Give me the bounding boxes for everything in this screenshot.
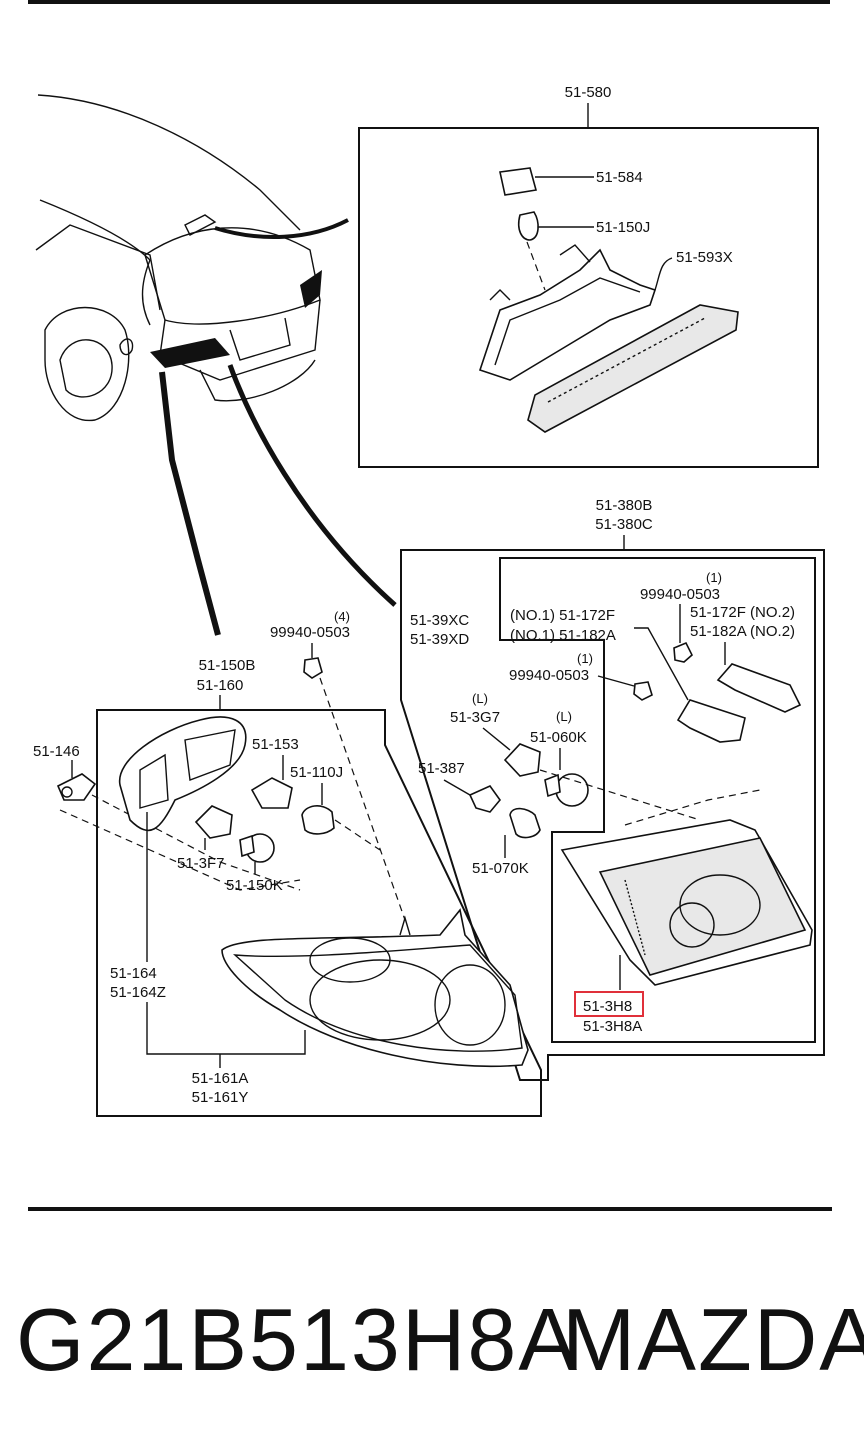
label-L-b: (L) <box>556 709 572 724</box>
label-51-164Z: 51-164Z <box>110 984 166 1001</box>
label-51-584: 51-584 <box>596 169 643 186</box>
top-rule <box>28 0 830 4</box>
bottom-rule <box>28 1207 832 1211</box>
label-51-150K: 51-150K <box>226 877 283 894</box>
label-51-161A: 51-161A <box>192 1070 249 1087</box>
car-outline <box>35 94 397 636</box>
highlight-51-3H8 <box>574 991 644 1017</box>
label-51-172F-no2: 51-172F (NO.2) <box>690 604 795 621</box>
label-51-146: 51-146 <box>33 743 80 760</box>
label-L-a: (L) <box>472 691 488 706</box>
bulb-51-150J <box>517 211 539 241</box>
label-51-182A-no1: (NO.1) 51-182A <box>510 627 616 644</box>
label-51-380C: 51-380C <box>595 516 653 533</box>
nut-99940-0503-b <box>633 681 653 701</box>
label-51-3G7: 51-3G7 <box>450 709 500 726</box>
brand-name: MAZDA <box>562 1290 864 1389</box>
label-51-161Y: 51-161Y <box>192 1089 249 1106</box>
bulb-51-110J <box>301 805 335 835</box>
label-51-164: 51-164 <box>110 965 157 982</box>
label-51-39XC: 51-39XC <box>410 612 469 629</box>
socket-51-146 <box>56 773 97 801</box>
socket-51-387 <box>468 785 502 813</box>
box-51-150B: (4) 99940-0503 51-150B 51-160 51-146 51-… <box>33 609 542 1117</box>
socket-51-153 <box>250 777 293 809</box>
label-51-380B: 51-380B <box>596 497 653 514</box>
label-51-182A-no2: 51-182A (NO.2) <box>690 623 795 640</box>
label-51-172F-no1: (NO.1) 51-172F <box>510 607 615 624</box>
box-51-580: 51-580 51-584 51-150J 51-593X <box>358 84 819 468</box>
label-51-070K: 51-070K <box>472 860 529 877</box>
label-51-387: 51-387 <box>418 760 465 777</box>
label-1-b: (1) <box>577 651 593 666</box>
label-4: (4) <box>334 609 350 624</box>
label-51-593X: 51-593X <box>676 249 733 266</box>
bulb-51-070K <box>509 807 541 839</box>
label-99940-0503-b: 99940-0503 <box>509 667 589 684</box>
label-51-150J: 51-150J <box>596 219 650 236</box>
label-51-110J: 51-110J <box>290 764 343 781</box>
label-51-3F7: 51-3F7 <box>177 855 225 872</box>
label-51-580: 51-580 <box>565 84 612 101</box>
label-99940-0503-a: 99940-0503 <box>640 586 720 603</box>
label-51-39XD: 51-39XD <box>410 631 469 648</box>
gasket-51-164 <box>119 716 247 832</box>
socket-51-3F7 <box>194 805 233 839</box>
part-number: G21B513H8A <box>16 1290 580 1389</box>
lens-strip <box>527 304 739 433</box>
label-51-3H8A: 51-3H8A <box>583 1018 642 1035</box>
nut-99940-0503-c <box>303 657 323 679</box>
bracket-no1 <box>676 699 746 743</box>
socket-51-584 <box>499 167 538 196</box>
socket-51-3G7 <box>503 743 541 777</box>
label-99940-0503-c: 99940-0503 <box>270 624 350 641</box>
inner-lamp-lens <box>598 837 807 976</box>
label-51-153: 51-153 <box>252 736 299 753</box>
bulb-51-060K <box>555 773 589 807</box>
label-1-a: (1) <box>706 570 722 585</box>
outer-lamp-unit <box>221 908 529 1068</box>
label-51-150B: 51-150B <box>199 657 256 674</box>
label-51-060K: 51-060K <box>530 729 587 746</box>
label-51-160: 51-160 <box>197 677 244 694</box>
nut-99940-0503-a <box>673 641 693 663</box>
parts-diagram: 51-580 51-584 51-150J 51-593X 51-380B 51… <box>33 84 825 1117</box>
label-51-3H8: 51-3H8 <box>583 998 632 1015</box>
box-51-380B: 51-380B 51-380C (1) 99940-0503 51-172F (… <box>400 497 825 1081</box>
bracket-no2 <box>716 663 802 713</box>
